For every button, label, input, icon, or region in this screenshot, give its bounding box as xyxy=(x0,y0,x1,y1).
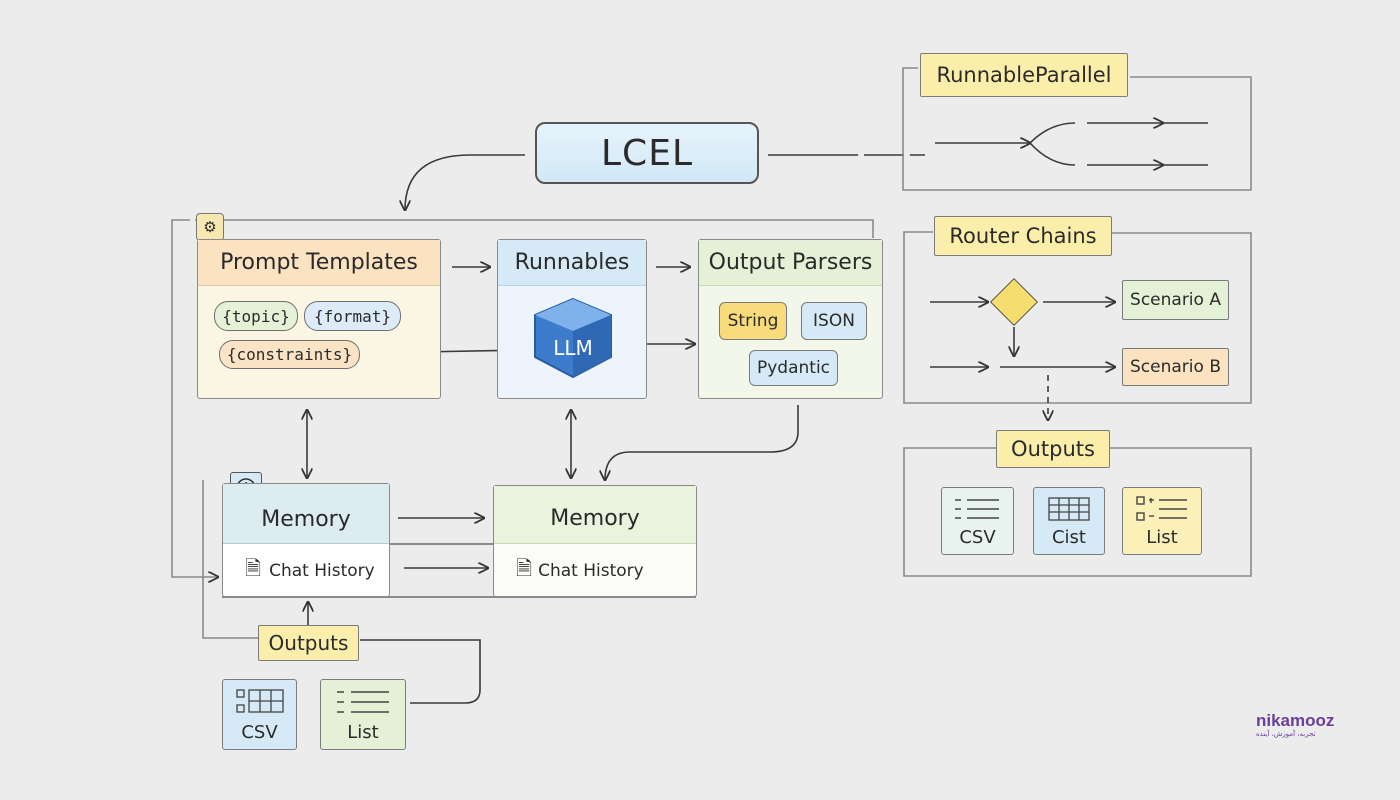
router-chains-label: Router Chains xyxy=(934,216,1112,256)
memory-row-bottom xyxy=(222,596,696,598)
lcel-box[interactable]: LCEL xyxy=(535,122,759,184)
parsers-to-memory-arrow xyxy=(605,405,799,480)
checklist-icon xyxy=(1136,496,1187,521)
output-parsers-header: Output Parsers xyxy=(699,240,882,286)
settings-gear-icon[interactable]: ⚙ xyxy=(196,213,224,241)
table-grid-icon xyxy=(1048,497,1090,521)
router-output-list-card[interactable]: List xyxy=(1122,487,1202,555)
memory-left-box[interactable]: Memory 🗎 Chat History xyxy=(222,483,390,597)
router-output-csv-card[interactable]: CSV xyxy=(941,487,1014,555)
constraints-variable-pill[interactable]: {constraints} xyxy=(219,340,360,369)
memory-left-chat-history[interactable]: 🗎 Chat History xyxy=(245,554,375,588)
parallel-frame xyxy=(902,67,1252,191)
scenario-a-box[interactable]: Scenario A xyxy=(1122,280,1229,320)
memory-right-chat-history[interactable]: 🗎 Chat History xyxy=(516,554,644,588)
bottom-output-csv-card[interactable]: CSV xyxy=(222,679,297,750)
bottom-outputs-label: Outputs xyxy=(258,625,359,661)
main-frame-outline xyxy=(195,219,874,238)
pydantic-parser-chip[interactable]: Pydantic xyxy=(749,350,838,386)
json-parser-chip[interactable]: ISON xyxy=(801,302,867,340)
nikamooz-logo: nikamooz تجربه، آموزش، آینده xyxy=(1256,711,1335,739)
format-variable-pill[interactable]: {format} xyxy=(304,301,401,331)
string-parser-chip[interactable]: String xyxy=(719,302,787,340)
list-lines-icon xyxy=(954,499,999,519)
prompt-templates-box[interactable]: Prompt Templates xyxy=(197,239,441,399)
table-grid-icon xyxy=(235,689,284,713)
router-outputs-frame xyxy=(903,447,1252,577)
runnable-parallel-label: RunnableParallel xyxy=(920,53,1128,97)
router-outputs-label: Outputs xyxy=(996,430,1110,468)
bottom-output-list-card[interactable]: List xyxy=(320,679,406,750)
topic-variable-pill[interactable]: {topic} xyxy=(214,301,298,331)
runnables-header: Runnables xyxy=(498,240,646,286)
lcel-to-main-arrow xyxy=(405,154,525,210)
scenario-b-box[interactable]: Scenario B xyxy=(1122,348,1229,386)
memory-right-header: Memory xyxy=(494,486,696,544)
router-frame xyxy=(903,231,1252,404)
list-lines-icon xyxy=(337,691,389,713)
lcel-title: LCEL xyxy=(601,132,693,174)
llm-cube-icon: LLM xyxy=(534,297,612,379)
memory-right-box[interactable]: Memory 🗎 Chat History xyxy=(493,485,697,597)
prompt-templates-header: Prompt Templates xyxy=(198,240,440,286)
router-output-cist-card[interactable]: Cist xyxy=(1033,487,1105,555)
llm-cube-label: LLM xyxy=(553,336,593,360)
document-icon: 🗎 xyxy=(516,556,533,580)
memory-left-header: Memory xyxy=(223,484,389,544)
document-icon: 🗎 xyxy=(245,556,262,580)
